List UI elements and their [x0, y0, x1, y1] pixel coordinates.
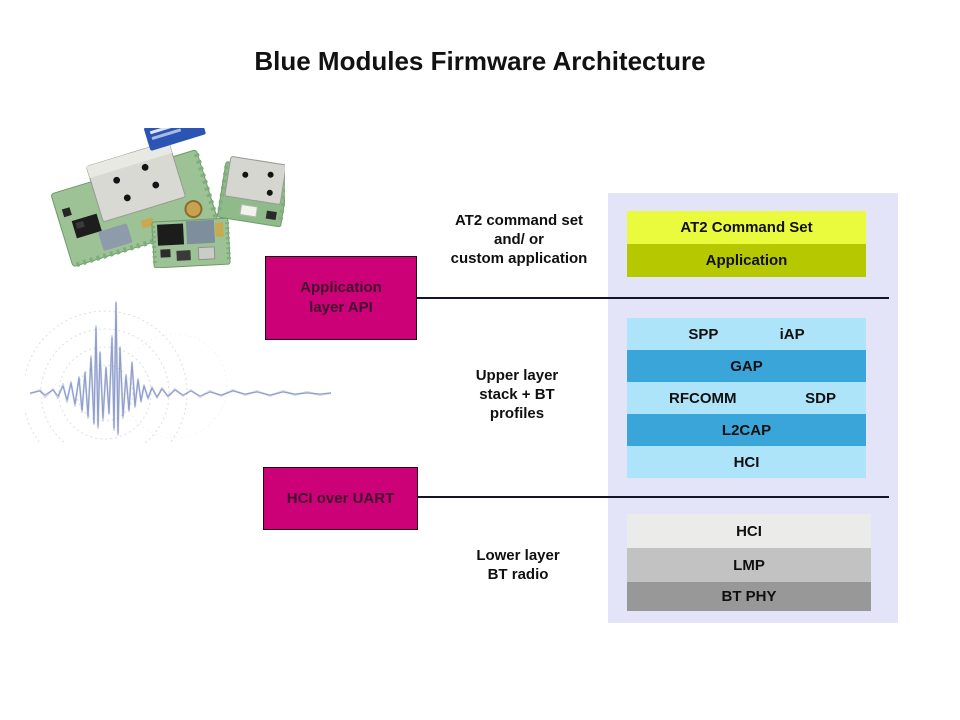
annotation-upper-layer: Upper layer stack + BT profiles — [475, 367, 559, 422]
stack-row-label: iAP — [779, 325, 805, 343]
stack-row-label: SPP — [688, 325, 719, 343]
stack-row-gap: GAP — [627, 350, 866, 382]
stack-row-label: SDP — [805, 389, 836, 407]
stack-row-spp-iap: SPP iAP — [627, 318, 866, 350]
stack-row-hci-lower: HCI — [627, 514, 871, 548]
annotation-at2-command-set: AT2 command set and/ or custom applicati… — [450, 212, 588, 267]
connector-line-hci-uart — [416, 496, 889, 498]
callout-hci-over-uart: HCI over UART — [263, 467, 418, 530]
signal-waveform-watermark — [25, 301, 332, 443]
stack-row-rfcomm-sdp: RFCOMM SDP — [627, 382, 866, 414]
stack-row-l2cap: L2CAP — [627, 414, 866, 446]
stack-row-label: L2CAP — [721, 421, 772, 439]
page-title: Blue Modules Firmware Architecture — [254, 46, 706, 76]
stack-row-label: HCI — [733, 453, 760, 471]
connector-line-application-api — [415, 297, 889, 299]
stack-row-label: LMP — [733, 556, 765, 574]
stack-row-label: HCI — [736, 522, 762, 540]
stack-row-label: AT2 Command Set — [680, 219, 813, 236]
stack-row-label: Application — [705, 252, 788, 269]
annotation-lower-layer: Lower layer BT radio — [476, 547, 560, 583]
callout-application-layer-api: Application layer API — [265, 256, 417, 340]
stack-row-lmp: LMP — [627, 548, 871, 582]
bluetooth-modules-photo — [51, 128, 285, 268]
stack-row-label: BT PHY — [721, 588, 777, 605]
stack-row-label: GAP — [730, 357, 763, 375]
stack-row-hci-upper: HCI — [627, 446, 866, 478]
stack-row-application: Application — [627, 244, 866, 277]
stack-row-bt-phy: BT PHY — [627, 582, 871, 611]
stack-row-label: RFCOMM — [669, 389, 737, 407]
stack-row-at2-command-set: AT2 Command Set — [627, 211, 866, 244]
